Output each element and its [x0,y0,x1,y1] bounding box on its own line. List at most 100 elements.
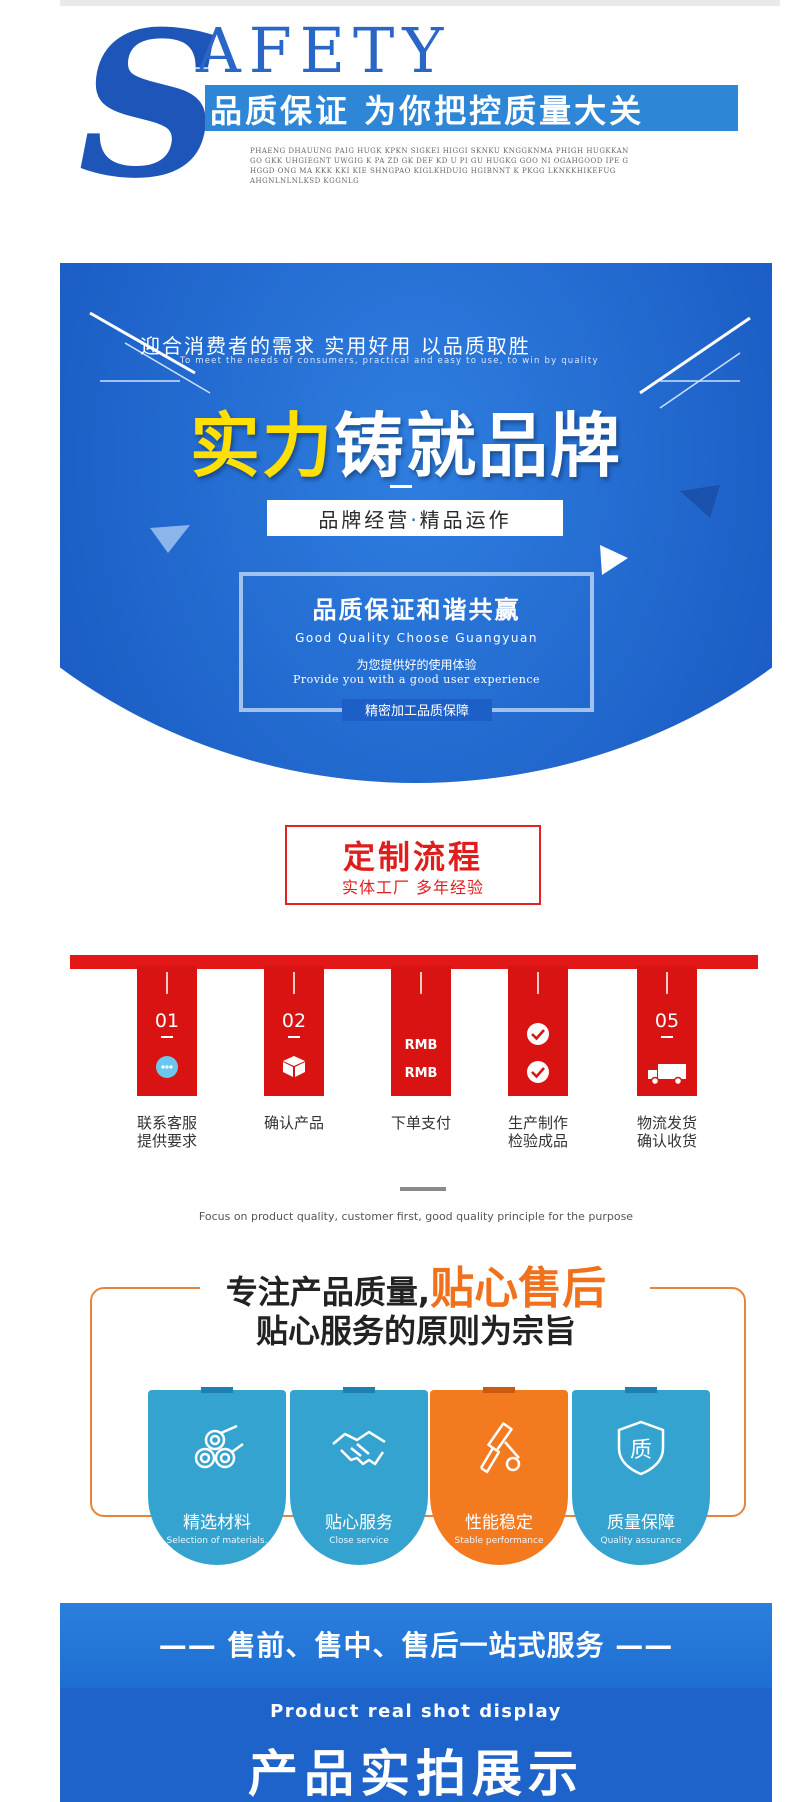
pinyin-fine-print: PHAENG DHAUUNG PAIG HUGK KPKN SIGKEI HIG… [250,147,629,185]
tab-stem [293,972,295,994]
step-label-line: 检验成品 [507,1132,568,1150]
card-subtitle: Quality assurance [600,1536,682,1546]
box-icon [283,1056,305,1077]
outline-gap [200,1280,650,1340]
brand-line1-en: To meet the needs of consumers, practica… [180,356,599,366]
after-sales-title-part2: 贴心售后 [430,1263,607,1314]
product-display-en: Product real shot display [270,1701,562,1722]
brand-frame-zh: 为您提供好的使用体验 [356,658,477,672]
service-band-text: —— 售前、售中、售后一站式服务 —— [158,1629,674,1662]
card-subtitle: Stable performance [454,1536,544,1546]
brand-sub-dot: · [410,508,420,532]
step-label-line: 下单支付 [390,1114,451,1132]
process-step-1: 01 [137,966,197,1096]
card-tab [201,1387,233,1393]
feature-card-materials: 精选材料 Selection of materials. [148,1387,286,1565]
process-title-box [285,825,541,905]
logo-letter-s: S [78,0,223,223]
focus-text: Focus on product quality, customer first… [198,1210,634,1223]
brand-title-yellow: 实力 [190,405,334,487]
brand-title: 实力铸就品牌 [190,390,622,491]
tab-dash [661,1036,673,1038]
after-sales-title: 专注产品质量,贴心售后 [60,1252,772,1316]
tab-stem [537,972,539,994]
process-step-4 [508,966,568,1096]
tab-stem [166,972,168,994]
brand-decor [89,311,751,575]
decor-streak [124,342,211,394]
card-subtitle: Selection of materials. [166,1536,268,1546]
step-number: 05 [654,1010,680,1032]
process-step-5: 05 [637,966,697,1096]
slogan-text: 品质保证 为你把控质量大关 [210,92,645,130]
process-rail [70,955,758,969]
feature-card-performance: 性能稳定 Stable performance [430,1387,568,1565]
brand-title-white: 铸就品牌 [334,405,622,487]
check-icon [527,1023,549,1083]
card-subtitle: Close service [329,1536,389,1546]
handshake-icon [332,1430,386,1466]
card-tab [343,1387,375,1393]
step-label-2: 确认产品 [244,1114,344,1132]
brand-sub-right: 精品运作 [419,508,512,532]
step-number: 02 [281,1010,307,1032]
logo-text: AFETY [196,14,452,87]
brand-frame-caption-bg [342,699,492,721]
brand-frame-caption: 精密加工品质保障 [364,704,469,719]
quality-shield-icon [617,1420,665,1476]
brand-sub-left: 品牌经营 [318,508,411,532]
decor-triangle [680,485,720,518]
tools-icon [479,1422,521,1474]
shield-char: 质 [629,1438,652,1463]
step-label-line: 提供要求 [136,1132,197,1150]
card-title: 性能稳定 [465,1513,533,1533]
brand-line1: 迎合消费者的需求 实用好用 以品质取胜 [140,334,531,358]
brand-sub-box [267,500,563,536]
step-label-line: 生产制作 [507,1114,568,1132]
tab-stem [666,972,668,994]
decor-streak [89,311,196,375]
tab-dash [161,1036,173,1038]
step-label-4: 生产制作检验成品 [488,1114,588,1150]
step-label-1: 联系客服提供要求 [117,1114,217,1150]
process-title: 定制流程 [342,838,483,876]
process-step-3: RMB RMB [391,966,451,1096]
card-title: 质量保障 [607,1513,675,1533]
rmb-label: RMB [404,1038,438,1053]
step-label-line: 确认产品 [263,1114,324,1132]
brand-frame-en2: Provide you with a good user experience [292,673,541,686]
after-sales-title-part1: 专注产品质量, [225,1273,431,1311]
service-band [60,1603,772,1688]
decor-streak [639,316,751,395]
chat-icon [156,1056,178,1078]
card-tab [483,1387,515,1393]
step-label-line: 物流发货 [636,1114,697,1132]
section-divider [400,1187,446,1191]
step-number: 01 [154,1010,180,1032]
decor-triangle [150,525,190,553]
brand-dash [390,485,412,488]
feature-card-quality: 质 质量保障 Quality assurance [572,1387,710,1565]
card-tab [625,1387,657,1393]
tab-dash [288,1036,300,1038]
rmb-label: RMB [404,1066,438,1081]
slogan-bar [205,85,738,131]
step-label-line: 联系客服 [136,1114,197,1132]
card-title: 贴心服务 [325,1513,393,1533]
brand-frame-title: 品质保证和谐共赢 [312,596,521,624]
process-subtitle: 实体工厂 多年经验 [341,878,485,897]
process-step-2: 02 [264,966,324,1096]
step-label-line: 确认收货 [636,1132,697,1150]
brand-sub: 品牌经营·精品运作 [267,504,563,533]
pipes-icon [194,1424,244,1469]
brand-frame-en: Good Quality Choose Guangyuan [295,631,538,645]
card-title: 精选材料 [183,1513,251,1533]
truck-icon [648,1064,686,1086]
after-sales-title-line2: 贴心服务的原则为宗旨 [255,1312,576,1350]
step-label-3: 下单支付 [371,1114,471,1132]
feature-card-service: 贴心服务 Close service [290,1387,428,1565]
tab-stem [420,972,422,994]
decor-triangle [600,545,628,575]
step-label-5: 物流发货确认收货 [617,1114,717,1150]
top-divider [60,0,780,6]
